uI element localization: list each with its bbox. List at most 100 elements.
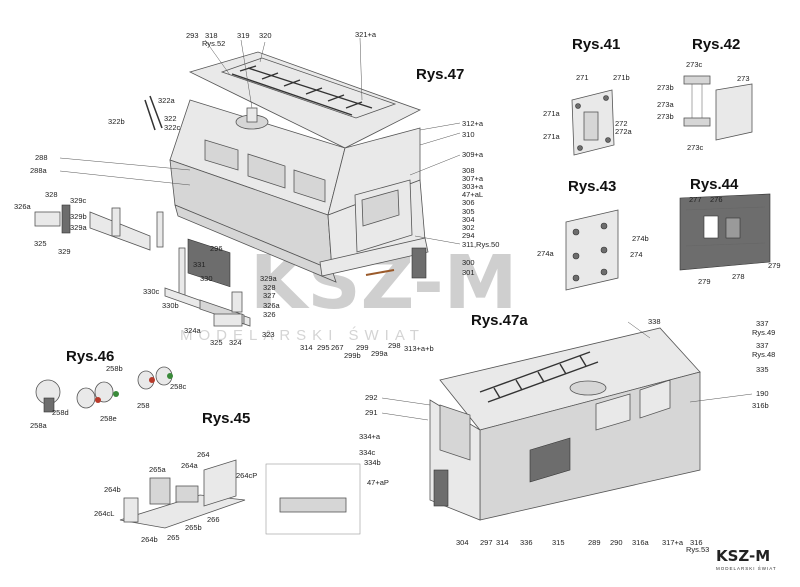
- post-328: [111, 207, 121, 237]
- part-label: 47+aL: [462, 190, 483, 199]
- grille-insert-278: [725, 217, 741, 239]
- part-label: 329c: [70, 196, 87, 205]
- part-label: Rys.52: [202, 39, 225, 48]
- part-label: 307+a: [462, 174, 484, 183]
- part-label: 322: [164, 114, 177, 123]
- part-label: 271b: [613, 73, 630, 82]
- rear-door-window-47a: [439, 404, 471, 461]
- part-label: 273a: [657, 100, 675, 109]
- box-265: [175, 485, 199, 503]
- part-label: 323: [262, 330, 275, 339]
- part-label: 314: [496, 538, 509, 547]
- part-label: 326: [263, 310, 276, 319]
- part-label: 324: [229, 338, 242, 347]
- grille-window-277: [703, 215, 719, 239]
- part-label: 304: [462, 215, 475, 224]
- part-label: Rys.53: [686, 545, 709, 554]
- roof-ladder-336: [479, 351, 599, 403]
- wall-264b: [123, 497, 139, 523]
- post-331: [178, 247, 186, 297]
- part-label: 265a: [149, 465, 167, 474]
- rys44-grille: [679, 193, 771, 271]
- rail-273c-top: [683, 75, 711, 85]
- part-label: 334+a: [359, 432, 381, 441]
- part-label: 190: [756, 389, 769, 398]
- part-label: 334b: [364, 458, 381, 467]
- figure-title-rys43: Rys.43: [568, 178, 616, 195]
- logo-sub: MODELARSKI ŚWIAT: [716, 564, 777, 571]
- rear-bumper-300: [319, 237, 429, 277]
- part-label: 264b: [104, 485, 121, 494]
- part-label: 334c: [359, 448, 376, 457]
- part-label: 322b: [108, 117, 125, 126]
- part-label: 330c: [143, 287, 160, 296]
- part-label: 300: [462, 258, 475, 267]
- figure-title-rys47a: Rys.47a: [471, 312, 528, 329]
- box-265a: [149, 477, 171, 505]
- body-rear-top: [327, 127, 421, 216]
- antenna-322: [144, 99, 156, 131]
- part-label: 317+a: [662, 538, 684, 547]
- part-label: 316a: [632, 538, 650, 547]
- roof-vent-stack: [246, 107, 258, 123]
- part-label: 279: [698, 277, 711, 286]
- part-labels: 293 318 Rys.52 319 320 321+a 322a 322b 3…: [14, 30, 781, 554]
- roof-ladder-320: [231, 65, 373, 116]
- part-label: 258a: [30, 421, 48, 430]
- part-label: 273b: [657, 112, 674, 121]
- part-label: 310: [462, 130, 475, 139]
- part-label: 336: [520, 538, 533, 547]
- part-label: 264cL: [94, 509, 114, 518]
- side-window-1: [204, 139, 239, 171]
- part-label: 264a: [181, 461, 199, 470]
- part-label: 267: [331, 343, 344, 352]
- part-label: 320: [259, 31, 272, 40]
- part-label: 299a: [371, 349, 389, 358]
- part-label: 309+a: [462, 150, 484, 159]
- part-label: Rys.48: [752, 350, 775, 359]
- light-258b-1: [76, 387, 96, 409]
- bracket-325: [34, 211, 61, 227]
- part-label: 273c: [687, 143, 704, 152]
- part-label: 271a: [543, 132, 561, 141]
- part-label: 325: [210, 338, 223, 347]
- bracket-assembly-325: [34, 204, 164, 251]
- rear-step-301: [411, 247, 427, 279]
- hinge-272: [583, 111, 599, 141]
- rys42-panel: [683, 75, 753, 141]
- part-label: 327: [263, 291, 276, 300]
- figure-title-rys45: Rys.45: [202, 410, 250, 427]
- part-label: 271a: [543, 109, 561, 118]
- figure-title-rys44: Rys.44: [690, 176, 739, 193]
- part-label: 330b: [162, 301, 179, 310]
- part-label: 314: [300, 343, 313, 352]
- part-label: 302: [462, 223, 475, 232]
- part-label: 293: [186, 31, 199, 40]
- part-label: 328: [45, 190, 58, 199]
- watermark-sub: MODELARSKI ŚWIAT: [180, 326, 425, 344]
- part-label: 276: [710, 195, 723, 204]
- rys47a-body: [429, 327, 701, 521]
- grille-plate-276: [679, 193, 771, 271]
- grille-289: [529, 437, 571, 483]
- lens-red: [95, 397, 101, 403]
- part-label: 319: [237, 31, 250, 40]
- part-label: 331: [193, 260, 206, 269]
- part-label: 335: [756, 365, 769, 374]
- rail-273c-bottom: [683, 117, 711, 127]
- lens-green: [113, 391, 119, 397]
- panel-273: [715, 83, 753, 141]
- part-label: 290: [610, 538, 623, 547]
- part-label: 266: [207, 515, 220, 524]
- part-label: 274: [630, 250, 643, 259]
- part-label: 265: [167, 533, 180, 542]
- part-label: 315: [552, 538, 565, 547]
- side-window-3: [293, 169, 326, 203]
- rear-door-window: [361, 189, 400, 227]
- rys45-box: [119, 459, 361, 535]
- rys41-plate: [571, 89, 615, 156]
- part-label: 279: [768, 261, 781, 270]
- part-label: 288: [35, 153, 48, 162]
